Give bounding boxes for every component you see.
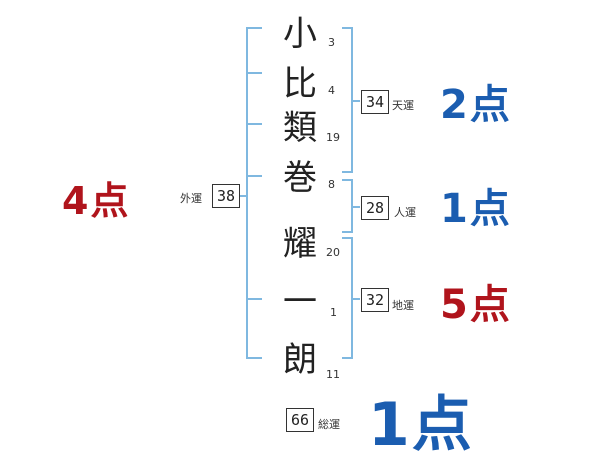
name-char-3: 類 bbox=[283, 108, 317, 148]
jinun-label: 人運 bbox=[394, 206, 416, 219]
gaiun-score: 4点 bbox=[62, 179, 131, 223]
name-char-2: 比 bbox=[283, 64, 317, 104]
outer-bracket bbox=[246, 27, 262, 359]
stroke-count-6: 1 bbox=[330, 306, 337, 319]
chiun-score: 5点 bbox=[440, 282, 512, 328]
name-char-1: 小 bbox=[283, 14, 317, 54]
stroke-count-3: 19 bbox=[326, 131, 340, 144]
stroke-count-1: 3 bbox=[328, 36, 335, 49]
stroke-count-7: 11 bbox=[326, 368, 340, 381]
jinun-score: 1点 bbox=[440, 186, 512, 232]
souun-label: 総運 bbox=[318, 418, 340, 431]
stroke-count-2: 4 bbox=[328, 84, 335, 97]
jinun-value-box: 28 bbox=[361, 196, 389, 220]
tenun-bracket bbox=[342, 27, 353, 173]
stroke-count-4: 8 bbox=[328, 178, 335, 191]
name-char-4: 巻 bbox=[283, 158, 317, 198]
jinun-bracket bbox=[342, 179, 353, 233]
tenun-value-box: 34 bbox=[361, 90, 389, 114]
souun-value-box: 66 bbox=[286, 408, 314, 432]
name-char-6: 一 bbox=[283, 282, 317, 322]
chiun-value-box: 32 bbox=[361, 288, 389, 312]
gaiun-value-box: 38 bbox=[212, 184, 240, 208]
name-char-7: 朗 bbox=[283, 340, 317, 380]
souun-score: 1点 bbox=[368, 390, 474, 460]
tenun-score: 2点 bbox=[440, 82, 512, 128]
tenun-label: 天運 bbox=[392, 99, 414, 112]
chiun-label: 地運 bbox=[392, 299, 414, 312]
chiun-bracket bbox=[342, 237, 353, 359]
name-char-5: 耀 bbox=[283, 224, 317, 264]
stroke-count-5: 20 bbox=[326, 246, 340, 259]
gaiun-label: 外運 bbox=[180, 192, 202, 205]
